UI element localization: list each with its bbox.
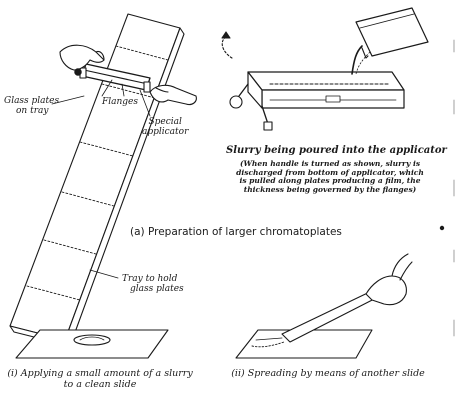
beaker-pouring	[352, 8, 428, 74]
spreading-slides	[236, 288, 384, 358]
caption-part-a: (a) Preparation of larger chromatoplates	[130, 226, 342, 238]
flanges-label: Flanges	[102, 97, 138, 107]
caption-part-ii: (ii) Spreading by means of another slide	[228, 368, 428, 379]
slurry-title: Slurry being poured into the applicator	[226, 146, 447, 156]
scan-dot	[440, 226, 444, 230]
tray-label: Tray to hold glass plates	[122, 274, 184, 294]
special-applicator-label: Special applicator	[142, 117, 188, 137]
spreading-hand	[366, 254, 412, 305]
glass-plates-label: Glass plates on tray	[4, 96, 59, 116]
slurry-note: (When handle is turned as shown, slurry …	[222, 160, 438, 194]
tray-illustration	[10, 14, 184, 346]
slide-with-slurry	[16, 330, 168, 358]
caption-part-i: (i) Applying a small amount of a slurry …	[0, 368, 200, 390]
